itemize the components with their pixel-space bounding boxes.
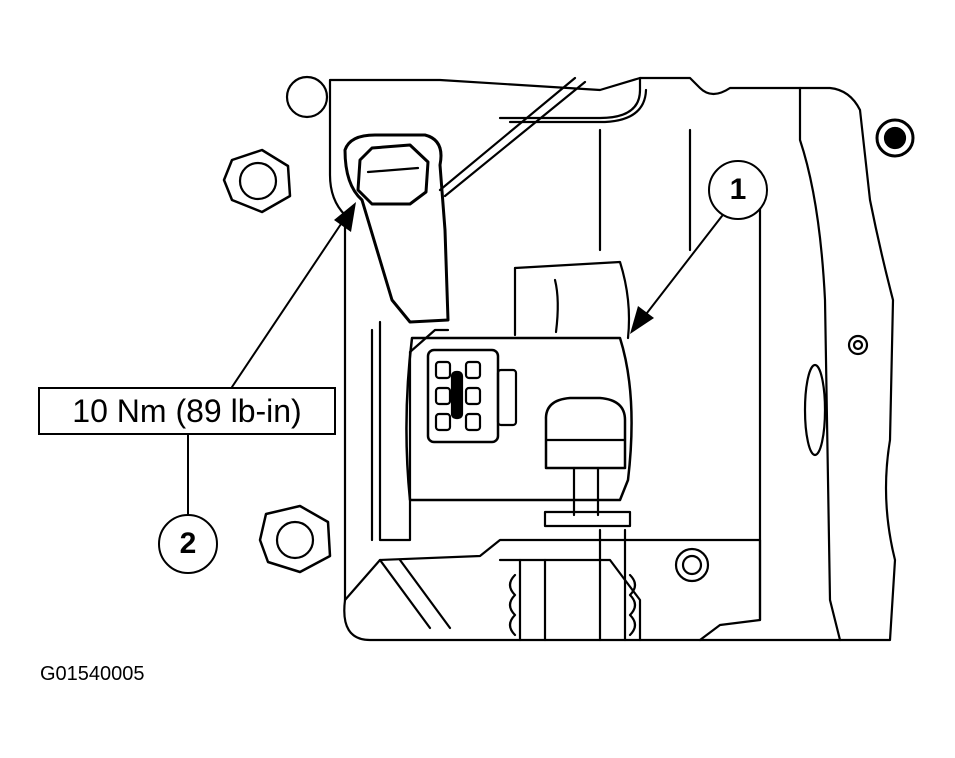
sensor-top-cap (513, 260, 631, 340)
connector-pin (464, 412, 482, 432)
arrowhead-torque (334, 202, 356, 232)
wire-lead-2 (443, 80, 587, 198)
arrowhead-1 (630, 306, 654, 334)
connector-pin (434, 360, 452, 380)
connector-pin (434, 386, 452, 406)
hex-bolt-lower-washer (275, 520, 315, 560)
threaded-stud (875, 118, 915, 158)
wire-lead (438, 76, 577, 192)
mounting-bracket (343, 133, 450, 324)
hex-mounting-bolt (356, 143, 430, 206)
hex-bolt-upper (222, 148, 292, 214)
valve-body-channel (518, 558, 547, 642)
callout-1: 1 (708, 160, 768, 220)
slot-opening (803, 363, 827, 457)
housing-outline (328, 76, 897, 642)
figure-id: G01540005 (40, 663, 145, 685)
valve-ridges (508, 573, 517, 637)
callout-2: 2 (158, 514, 218, 574)
housing-lip (498, 76, 642, 120)
sensor-top-cap-3 (553, 278, 559, 334)
valve-port-inner (681, 554, 703, 576)
small-hole-inner (852, 339, 864, 351)
connector-pin (464, 360, 482, 380)
leader-line-torque (231, 217, 346, 388)
leader-line-1 (639, 215, 723, 323)
hex-mounting-bolt-face (366, 166, 420, 174)
hex-bolt-upper-washer (238, 161, 278, 201)
small-hole (847, 334, 869, 356)
connector-key (450, 370, 464, 420)
valve-ridges-2 (628, 573, 637, 637)
bracket-tab (378, 320, 450, 542)
hex-bolt-lower (258, 504, 332, 574)
round-boss (285, 75, 329, 119)
valve-body-channel-2 (598, 528, 627, 642)
valve-body (343, 538, 762, 642)
connector-latch (496, 368, 518, 427)
housing-lip-inner (508, 88, 648, 124)
shaft-stem (572, 466, 600, 517)
connector-pin (464, 386, 482, 406)
valve-plate-line (378, 558, 452, 630)
torque-spec-label: 10 Nm (89 lb-in) (38, 387, 336, 435)
housing-rib (798, 86, 842, 642)
valve-port (674, 547, 710, 583)
shaft-collar (543, 510, 632, 528)
threaded-stud-core (883, 126, 907, 150)
range-sensor-body (405, 336, 633, 502)
shaft-knob (544, 396, 627, 470)
connector-pin (434, 412, 452, 432)
